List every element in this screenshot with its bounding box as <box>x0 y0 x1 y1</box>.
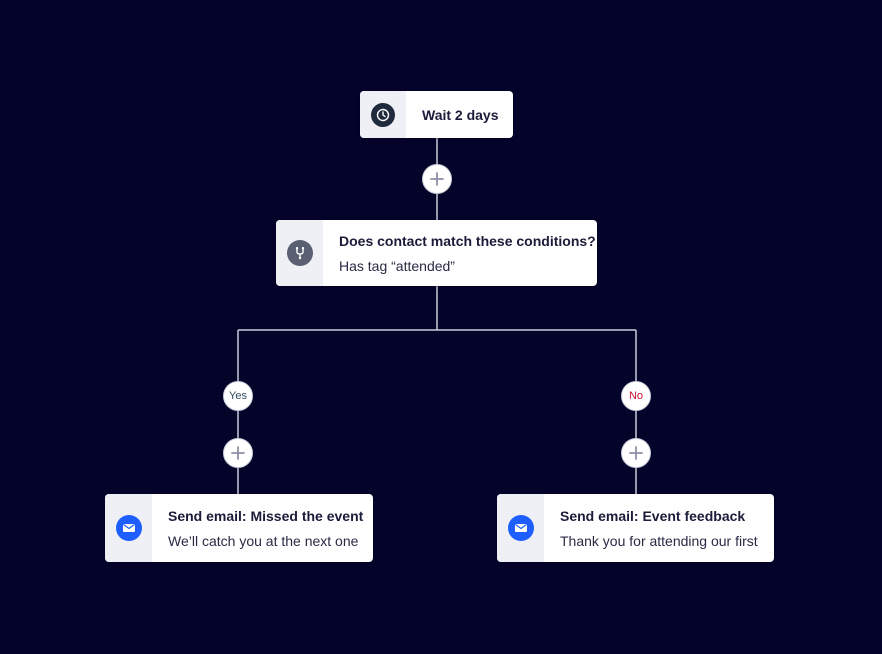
branch-icon <box>286 240 313 266</box>
yes-branch-label: Yes <box>229 390 247 402</box>
email-step-title: Send email: Missed the event <box>168 507 364 524</box>
add-step-button-yes[interactable] <box>223 438 253 468</box>
no-branch-badge: No <box>621 381 651 411</box>
condition-step-icon-area <box>276 220 323 286</box>
plus-icon <box>231 446 245 460</box>
email-step-card-no[interactable]: Send email: Event feedback Thank you for… <box>497 494 774 562</box>
envelope-icon <box>507 515 534 541</box>
condition-step-title: Does contact match these conditions? <box>339 232 596 249</box>
no-branch-label: No <box>628 390 644 402</box>
wait-step-icon-area <box>360 91 406 138</box>
plus-icon <box>430 172 444 186</box>
envelope-icon <box>115 515 142 541</box>
yes-branch-badge: Yes <box>223 381 253 411</box>
email-step-subtitle: Thank you for attending our first <box>560 532 758 549</box>
wait-step-label: Wait 2 days <box>422 106 499 123</box>
email-step-card-yes[interactable]: Send email: Missed the event We’ll catch… <box>105 494 373 562</box>
add-step-button-no[interactable] <box>621 438 651 468</box>
email-step-icon-area <box>497 494 544 562</box>
condition-step-card[interactable]: Does contact match these conditions? Has… <box>276 220 597 286</box>
wait-step-card[interactable]: Wait 2 days <box>360 91 513 138</box>
email-step-title: Send email: Event feedback <box>560 507 746 524</box>
email-step-icon-area <box>105 494 152 562</box>
condition-step-subtitle: Has tag “attended” <box>339 257 455 274</box>
add-step-button[interactable] <box>422 164 452 194</box>
plus-icon <box>629 446 643 460</box>
clock-icon <box>371 102 395 127</box>
email-step-subtitle: We’ll catch you at the next one <box>168 532 359 549</box>
